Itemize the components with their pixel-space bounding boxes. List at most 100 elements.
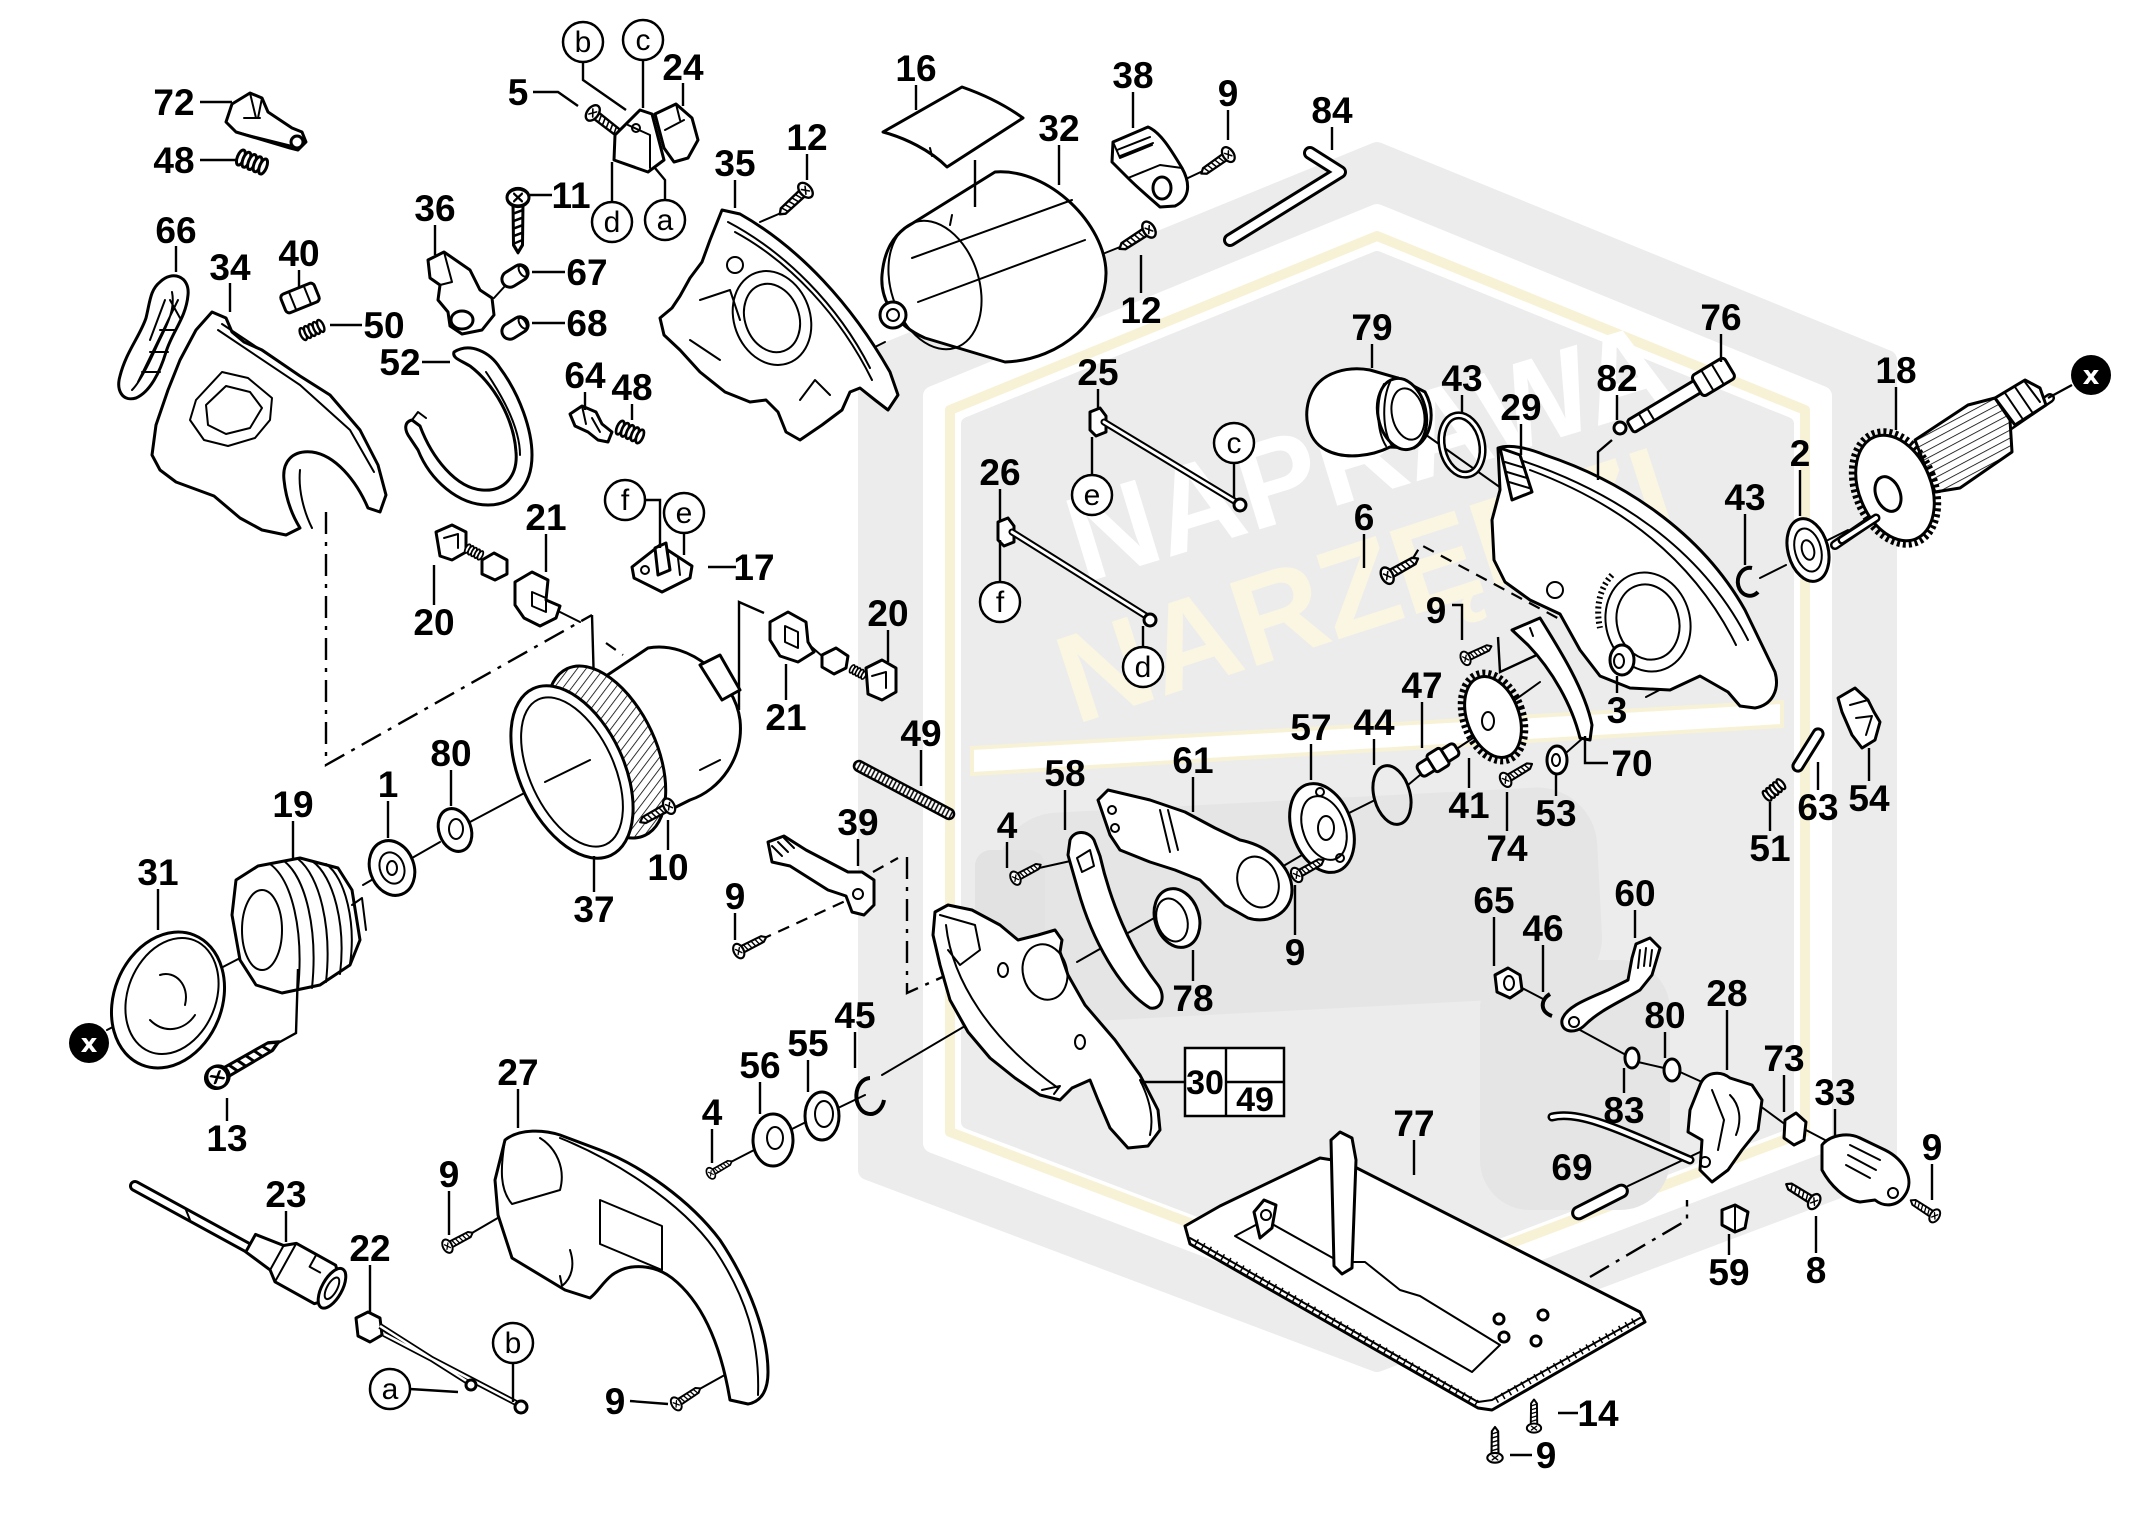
part-66-grip [117,274,190,401]
callout-39: 39 [837,802,878,843]
part-80-washer-right [1662,1057,1682,1083]
callout-16: 16 [895,48,936,89]
callout-3: 3 [1607,690,1628,731]
callout-74: 74 [1486,828,1528,869]
part-4-bolt-flange [703,1155,736,1182]
callout-2: 2 [1790,433,1811,474]
part-55-washer [803,1090,841,1142]
match-mark-x-end-cap: x [69,1023,109,1063]
callout-49: 49 [900,713,941,754]
callout-4-guard: 4 [997,805,1018,846]
callout-31: 31 [137,852,178,893]
part-16-label-plate [881,85,1025,169]
part-21-brush-holder-right [768,610,816,664]
kit-box: 30 49 [1183,1046,1286,1119]
svg-text:e: e [1084,479,1101,512]
part-1-bearing [367,839,417,897]
connector-markers: b c d a f e c e f d a b x x [69,18,2111,1411]
callout-28: 28 [1706,973,1747,1014]
callout-46: 46 [1522,908,1563,949]
part-54-lock [1836,686,1882,750]
callout-13: 13 [206,1118,247,1159]
part-13-screw [202,1032,284,1092]
callout-54: 54 [1848,778,1890,819]
callout-26: 26 [979,452,1020,493]
callout-23: 23 [265,1174,306,1215]
part-28-bracket [1547,1071,1764,1184]
callout-9-knob: 9 [1922,1127,1943,1168]
part-26-wire [996,516,1158,628]
callout-38: 38 [1112,55,1153,96]
callout-33: 33 [1814,1072,1855,1113]
part-34-housing-cover [150,310,388,537]
part-41-gear [1457,669,1529,765]
part-33-knob [1820,1133,1911,1207]
callout-55: 55 [787,1023,828,1064]
part-82-washer [1612,420,1628,436]
callout-1: 1 [378,764,399,805]
part-27-handle-cover [493,1129,770,1406]
svg-text:b: b [505,1327,522,1360]
svg-text:d: d [1135,651,1152,684]
callout-78: 78 [1172,978,1213,1019]
callout-32: 32 [1038,108,1079,149]
callout-64: 64 [564,355,606,396]
callout-56: 56 [739,1045,780,1086]
svg-text:c: c [636,24,651,57]
part-18-armature [1830,378,2055,550]
callout-14: 14 [1577,1393,1619,1434]
callout-52: 52 [379,342,420,383]
part-50-spring [296,317,328,343]
callout-18: 18 [1875,350,1916,391]
callout-53: 53 [1535,793,1576,834]
callout-34: 34 [209,247,251,288]
callout-51: 51 [1749,828,1790,869]
callout-40: 40 [278,233,319,274]
part-44-o-ring [1371,764,1413,826]
connector-f-switch: f [603,478,647,522]
part-77-base-plate [1183,1130,1647,1412]
callout-48-mid: 48 [611,367,652,408]
part-11-screw [505,186,531,255]
callout-24: 24 [662,47,704,88]
part-57-flange [1288,782,1356,874]
connector-e-switch: e [662,491,706,535]
callout-9-top: 9 [1218,73,1239,114]
callouts: 72 48 66 34 40 50 36 11 67 68 52 64 48 5… [137,47,1942,1476]
part-20-brush-right [820,646,898,702]
svg-text:f: f [621,484,630,517]
callout-9-flange: 9 [1285,932,1306,973]
svg-text:x: x [81,1029,98,1059]
part-37-stator-housing [509,645,742,860]
callout-29: 29 [1500,387,1541,428]
part-84-hex-key [1223,146,1347,247]
part-31-end-cap [109,930,227,1070]
callout-43-upper: 43 [1441,358,1482,399]
part-9-screw-lever [729,929,771,962]
part-9-screw-cover-top [439,1225,478,1256]
part-43-ring-upper [1437,411,1487,479]
part-22-strain-relief [354,1310,529,1415]
parts: 30 49 [109,85,2055,1464]
connector-d-top: d [590,200,634,244]
callout-9-cover-top: 9 [439,1154,460,1195]
callout-73: 73 [1763,1038,1804,1079]
part-47-shaft [1415,742,1461,778]
part-78-seal [1152,887,1202,949]
kit-box-assembly-number: 30 [1186,1064,1224,1102]
callout-19: 19 [272,784,313,825]
part-43-circlip-lower [1735,565,1760,598]
callout-9-gearcase: 9 [1426,590,1447,631]
part-60-lever [1560,936,1662,1033]
callout-27: 27 [497,1052,538,1093]
part-64-latch [568,404,614,444]
match-mark-x-armature: x [2071,355,2111,395]
callout-12-upper: 12 [786,117,827,158]
part-61-guard-arm [1096,788,1294,922]
callout-72: 72 [153,82,194,123]
part-38-knob [1110,125,1190,209]
svg-text:e: e [676,497,693,530]
callout-69: 69 [1551,1147,1592,1188]
svg-text:a: a [382,1373,399,1406]
